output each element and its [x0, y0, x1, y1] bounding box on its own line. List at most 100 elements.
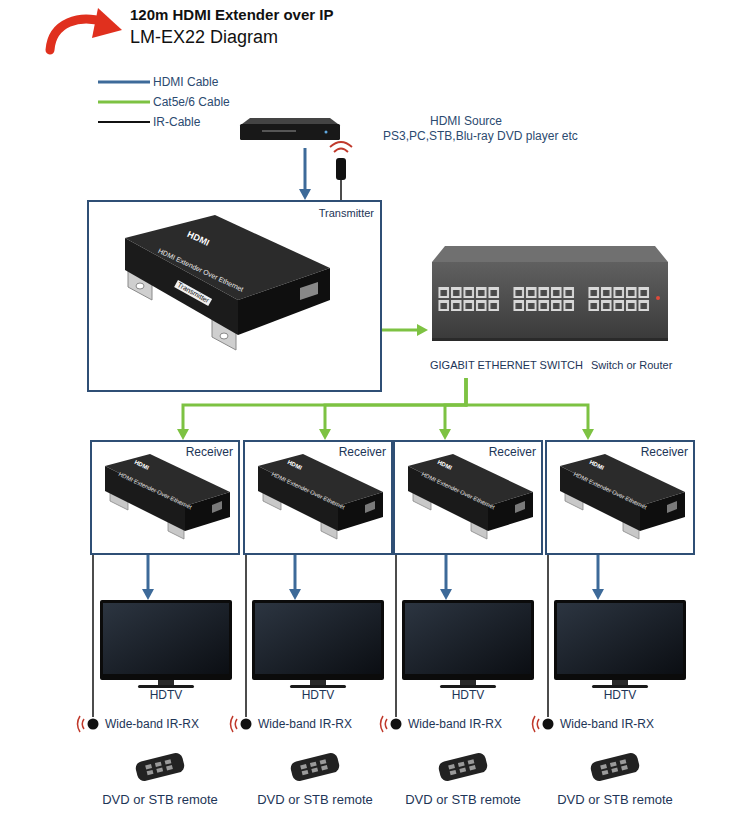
node-label: PS3,PC,STB,Blu-ray DVD player etc — [383, 129, 578, 143]
cable-line — [382, 329, 420, 332]
node-label: Transmitter — [319, 207, 374, 220]
device-marking: HDMI Extender Over Ethernet — [156, 247, 244, 294]
ir-eye — [78, 716, 99, 732]
device-logo: HDMI — [286, 459, 303, 472]
cable-connector — [592, 555, 604, 600]
device-marking: HDMI Extender Over Ethernet — [572, 471, 648, 511]
ir-eye — [533, 716, 554, 732]
node-label: Switch or Router — [591, 359, 672, 372]
cable-connector — [93, 555, 94, 717]
cable-line — [547, 555, 549, 717]
node-label: GIGABIT ETHERNET SWITCH — [430, 359, 583, 372]
cable-connector — [440, 555, 452, 600]
node-label: HDTV — [402, 688, 534, 702]
transmitter-box: Transmitter — [87, 200, 382, 392]
ir-receiver: Wide-band IR-RX — [538, 717, 688, 733]
node-label: Receiver — [489, 445, 536, 459]
legend-label: Cat5e/6 Cable — [153, 95, 230, 109]
remote-caption: DVD or STB remote — [90, 792, 230, 808]
ir-emitter — [336, 158, 346, 180]
node-label: HDTV — [100, 688, 232, 702]
arrow-head — [417, 324, 428, 336]
mount-hole — [136, 283, 144, 289]
switch-front — [432, 262, 668, 340]
remote-control — [437, 751, 488, 782]
receiver-device — [560, 454, 685, 539]
cable-line — [445, 378, 466, 432]
node-label: Wide-band IR-RX — [258, 717, 352, 731]
remote-caption: DVD or STB remote — [545, 792, 685, 808]
hdtv: HDTV — [252, 600, 384, 706]
cable-connector — [142, 555, 154, 600]
receiver-device — [105, 454, 230, 539]
status-led — [656, 296, 660, 300]
cable-line — [183, 378, 466, 432]
ir-cable — [340, 180, 342, 200]
arrow-head — [439, 429, 451, 440]
cable-line — [325, 378, 466, 432]
tv-set — [100, 600, 232, 688]
ir-receiver: Wide-band IR-RX — [386, 717, 536, 733]
device-marking: HDMI Extender Over Ethernet — [270, 471, 346, 511]
device-logo: HDMI — [436, 459, 453, 472]
ir-wave — [330, 142, 352, 147]
cable-connector — [396, 555, 397, 717]
arrow-head — [319, 429, 331, 440]
port-group — [513, 286, 576, 312]
arrow-head — [582, 429, 594, 440]
hdtv: HDTV — [554, 600, 686, 706]
port-group — [588, 286, 651, 312]
ir-receiver: Wide-band IR-RX — [83, 717, 233, 733]
cable-line — [466, 378, 588, 432]
node-label: Receiver — [339, 445, 386, 459]
cable-connector — [319, 378, 466, 440]
legend-line — [98, 121, 150, 123]
device-logo: HDMI — [588, 459, 605, 472]
legend-label: HDMI Cable — [153, 75, 218, 89]
arrow-head — [177, 429, 189, 440]
model-name: LM-EX22 Diagram — [130, 27, 278, 49]
node-label: Wide-band IR-RX — [560, 717, 654, 731]
cable-line — [395, 555, 397, 717]
cable-line — [597, 555, 600, 592]
legend-line — [98, 101, 150, 104]
arrow-head — [592, 589, 604, 600]
remote-control — [589, 751, 640, 782]
ir-eye — [381, 716, 402, 732]
node-label: Receiver — [186, 445, 233, 459]
player-front — [240, 124, 340, 140]
cable-line — [245, 555, 247, 717]
power-light — [325, 131, 328, 134]
cable-line — [294, 555, 297, 592]
tv-set — [402, 600, 534, 688]
cable-connector — [439, 378, 466, 440]
player-top — [242, 118, 338, 124]
remote-control — [289, 751, 340, 782]
cable-connector — [548, 555, 549, 717]
node-label: Receiver — [641, 445, 688, 459]
remote-caption: DVD or STB remote — [245, 792, 385, 808]
device-marking: HDMI Extender Over Ethernet — [117, 471, 193, 511]
node-label: HDMI Source — [430, 114, 502, 128]
arrow-head — [142, 589, 154, 600]
device-sticker: Transmitter — [174, 280, 212, 306]
diagram-title: 120m HDMI Extender over IP — [130, 6, 333, 24]
tv-set — [554, 600, 686, 688]
receiver-device — [408, 454, 533, 539]
ir-receiver: Wide-band IR-RX — [236, 717, 386, 733]
switch-base — [432, 338, 668, 341]
legend-line — [98, 81, 150, 84]
remote-control — [134, 751, 185, 782]
cable-connector — [177, 378, 466, 440]
cable-line — [92, 555, 94, 717]
hdtv: HDTV — [402, 600, 534, 706]
source-device: HDMI SourcePS3,PC,STB,Blu-ray DVD player… — [236, 112, 586, 148]
red-arrow-head — [92, 8, 122, 38]
device-logo: HDMI — [133, 459, 150, 472]
ir-wave — [334, 149, 348, 153]
hdtv: HDTV — [100, 600, 232, 706]
switch-top — [432, 246, 668, 262]
